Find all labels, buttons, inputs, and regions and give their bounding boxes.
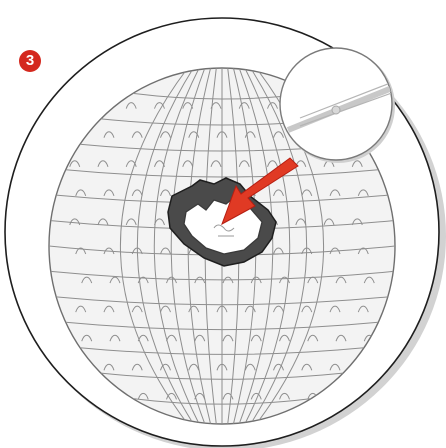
step-number-badge: 3 — [19, 50, 41, 72]
